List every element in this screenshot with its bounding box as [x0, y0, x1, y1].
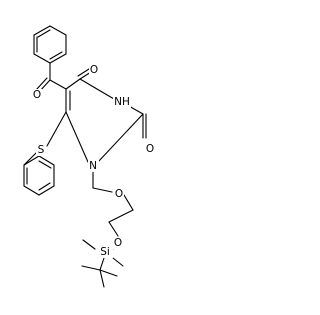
carbonyl-to-c5-bond [49, 79, 67, 90]
silicon-methyl-bond [112, 257, 124, 267]
chemical-structure: O O NH O N S O O [23, 25, 155, 288]
benzoyl-phenyl-bond [49, 25, 67, 36]
svg-text:NH: NH [114, 96, 130, 108]
bond-lines [23, 25, 147, 288]
c2-carbonyl-oxygen-label: O [145, 143, 155, 155]
svg-text:Si: Si [100, 246, 110, 258]
ethylene-to-silyl-oxygen-bond [108, 221, 119, 237]
ether-oxygen-label: O [114, 188, 124, 200]
n1-ring-nitrogen-label: N [88, 160, 99, 172]
thiophenyl-bond [23, 155, 40, 166]
ether-oxygen-to-ethylene-bond [123, 194, 134, 211]
svg-text:O: O [114, 237, 122, 249]
tert-butyl-methyl-bond [81, 265, 101, 271]
benzoyl-oxygen-label: O [32, 89, 42, 101]
tert-butyl-methyl-bond [99, 269, 118, 277]
svg-text:O: O [90, 64, 98, 76]
sulfur-to-phenyl-bond [23, 152, 37, 166]
svg-text:S: S [38, 144, 45, 156]
svg-text:O: O [115, 188, 123, 200]
ring-c4-n3-bond [79, 78, 115, 100]
c4-carbonyl-double-bond [77, 68, 90, 77]
c4-carbonyl-oxygen-label: O [89, 64, 99, 76]
benzoyl-phenyl-bond [49, 53, 67, 64]
ring-n1-c6-bond [65, 111, 89, 163]
thiophenyl-inner-bond [38, 182, 51, 191]
ring-c5-c4-bond [65, 78, 81, 90]
thiophenyl-bond [38, 185, 55, 196]
svg-text:O: O [33, 89, 41, 101]
silyl-ether-oxygen-label: O [113, 237, 123, 249]
atom-labels: O O NH O N S O O [32, 64, 155, 258]
benzoyl-phenyl-inner-bond [37, 29, 51, 38]
thiophenyl-bond [38, 155, 55, 166]
benzoyl-phenyl-inner-bond [49, 51, 63, 60]
tert-butyl-methyl-bond [99, 269, 105, 288]
benzoyl-phenyl-bond [33, 25, 51, 36]
carbonyl-double-bond [35, 77, 48, 91]
ring-c2-n1-bond [97, 113, 144, 163]
silicon-to-tert-butyl-bond [99, 257, 105, 271]
thiophenyl-bond [23, 185, 40, 196]
thiophenyl-inner-bond [38, 160, 52, 169]
methylene-to-ether-oxygen-bond [92, 187, 113, 193]
n3-imide-label: NH [113, 96, 131, 108]
silicon-label: Si [97, 246, 113, 258]
silicon-methyl-bond [82, 239, 96, 250]
benzoyl-phenyl-bond [33, 53, 51, 64]
ethylene-bond [108, 209, 134, 223]
thioether-sulfur-label: S [36, 144, 46, 156]
svg-text:N: N [89, 160, 97, 172]
svg-text:O: O [146, 143, 154, 155]
c6-to-sulfur-bond [46, 111, 67, 147]
